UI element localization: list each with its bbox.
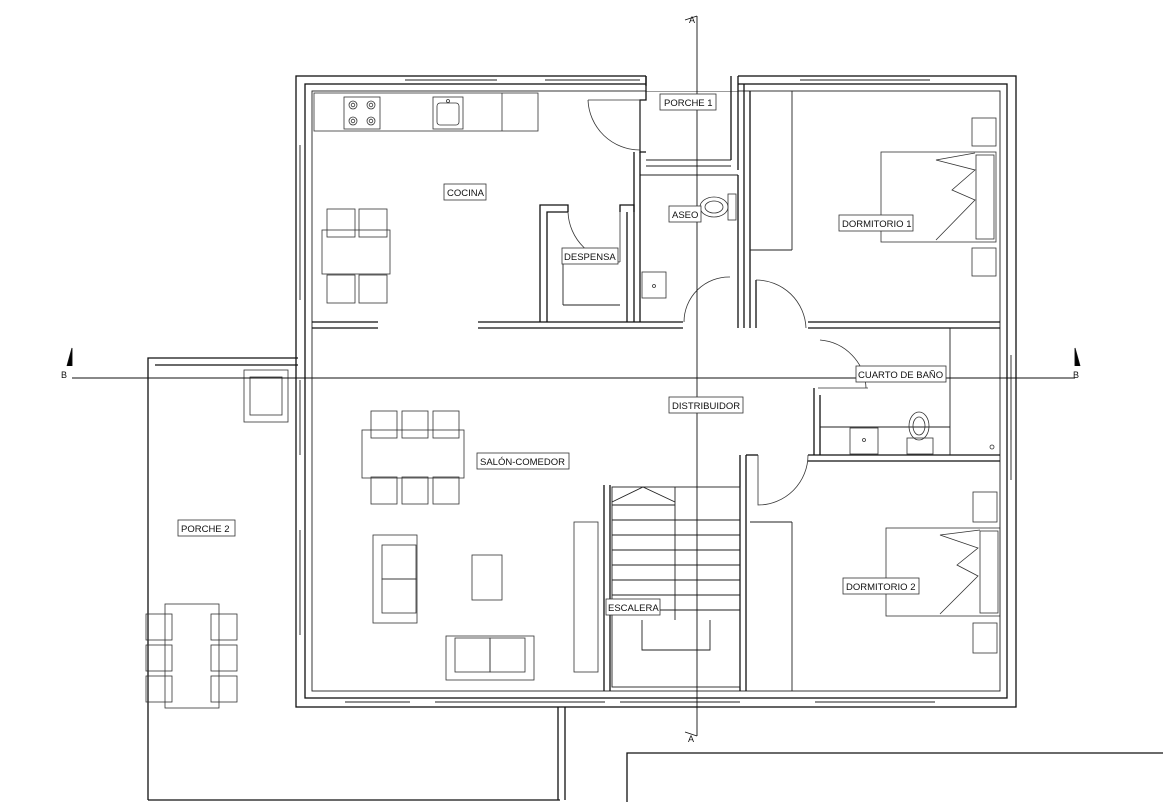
living-furniture [243, 369, 599, 681]
label-escalera: ESCALERA [605, 598, 661, 616]
svg-text:CUARTO DE BAÑO: CUARTO DE BAÑO [858, 370, 943, 381]
svg-text:DORMITORIO 2: DORMITORIO 2 [846, 582, 916, 593]
label-despensa: DESPENSA [561, 247, 619, 265]
svg-text:ESCALERA: ESCALERA [608, 603, 659, 614]
label-porche-2: PORCHE 2 [177, 519, 236, 537]
svg-text:ASEO: ASEO [672, 210, 698, 221]
section-label-a-bottom: A [688, 734, 694, 744]
label-distribuidor: DISTRIBUIDOR [668, 396, 744, 414]
porch-table-icon [145, 603, 238, 709]
title-block [626, 752, 1163, 802]
porche-1-walls [587, 75, 739, 176]
kitchen-table-icon [321, 208, 391, 304]
svg-text:DISTRIBUIDOR: DISTRIBUIDOR [672, 401, 740, 412]
nightstand-icon [971, 117, 997, 147]
label-porche-1: PORCHE 1 [659, 93, 717, 111]
bedroom-1-furniture [880, 117, 997, 277]
section-label-b-right: B [1073, 370, 1079, 380]
staircase [611, 486, 741, 688]
svg-text:SALÓN-COMEDOR: SALÓN-COMEDOR [480, 457, 565, 468]
coffee-table-icon [471, 554, 503, 601]
svg-text:DORMITORIO 1: DORMITORIO 1 [842, 219, 912, 230]
sofa-icon [372, 534, 418, 624]
washbasin-icon [641, 271, 667, 299]
kitchen-sink-icon [432, 96, 464, 130]
section-label-b-left: B [61, 370, 67, 380]
cooktop-icon [343, 96, 381, 130]
fireplace-icon [243, 369, 289, 423]
label-aseo: ASEO [668, 205, 702, 223]
svg-text:COCINA: COCINA [447, 188, 485, 199]
bedroom-2-furniture [885, 491, 1001, 654]
label-cuarto-bano: CUARTO DE BAÑO [855, 365, 947, 383]
toilet-icon [699, 193, 737, 221]
nightstand-icon [972, 491, 998, 523]
svg-text:PORCHE 1: PORCHE 1 [664, 98, 713, 109]
nightstand-icon [971, 247, 997, 277]
label-dormitorio-2: DORMITORIO 2 [842, 577, 920, 595]
sofa-icon [445, 635, 535, 681]
label-salon-comedor: SALÓN-COMEDOR [476, 452, 570, 470]
label-cocina: COCINA [443, 183, 487, 201]
washbasin-icon [849, 427, 879, 455]
section-line-a: A A [684, 15, 698, 744]
bathroom-fixtures [849, 411, 995, 455]
section-label-a-top: A [689, 15, 695, 25]
label-dormitorio-1: DORMITORIO 1 [838, 214, 914, 232]
sideboard-icon [573, 521, 599, 673]
svg-text:DESPENSA: DESPENSA [564, 252, 616, 263]
porche-2-terrace [147, 357, 566, 801]
dining-table-icon [361, 410, 465, 505]
double-bed-icon [885, 527, 1001, 617]
kitchen-furniture [313, 92, 539, 304]
svg-text:PORCHE 2: PORCHE 2 [181, 524, 230, 535]
toilet-icon [906, 411, 934, 455]
room-labels: PORCHE 1 COCINA ASEO DESPENSA DORMITORIO… [177, 93, 947, 616]
double-bed-icon [880, 151, 997, 243]
drain-icon [989, 444, 995, 450]
nightstand-icon [972, 622, 998, 654]
stair-steps [612, 504, 740, 611]
